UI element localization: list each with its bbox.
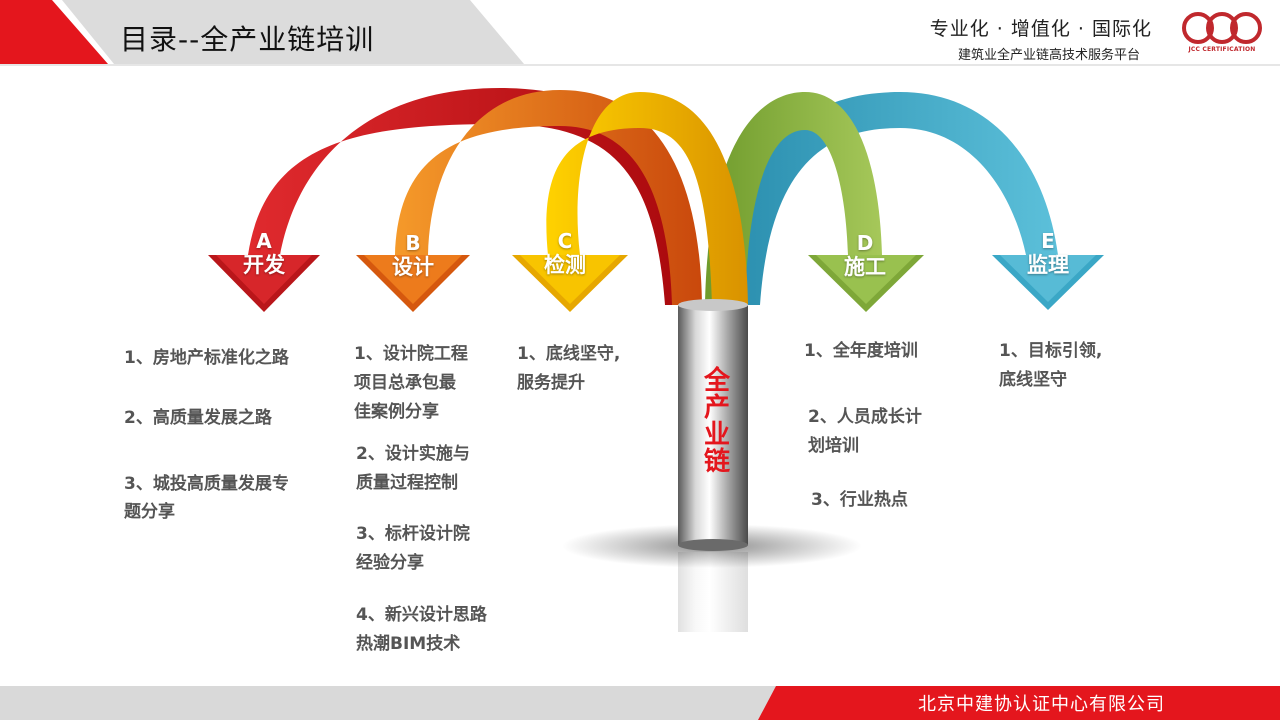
- arrow-b-name: 设计: [392, 255, 434, 279]
- list-item: 1、底线坚守,: [517, 344, 621, 364]
- list-item: 质量过程控制: [356, 473, 458, 493]
- pillar-label: 全产业链: [703, 366, 730, 477]
- list-item: 1、目标引领,: [999, 341, 1103, 361]
- arrow-d-name: 施工: [844, 255, 886, 279]
- jcc-logo-icon: [1182, 12, 1262, 44]
- company-name: 北京中建协认证中心有限公司: [918, 694, 1165, 715]
- list-item: 1、全年度培训: [804, 341, 918, 361]
- list-item: 2、设计实施与: [356, 444, 470, 464]
- arrow-c-name: 检测: [544, 253, 586, 277]
- arrow-c-label: C 检测: [515, 230, 615, 278]
- list-item: 2、高质量发展之路: [124, 408, 272, 428]
- list-item: 1、房地产标准化之路: [124, 348, 289, 368]
- list-item: 项目总承包最: [354, 373, 456, 393]
- list-item: 题分享: [124, 502, 175, 522]
- arrow-d-label: D 施工: [815, 232, 915, 280]
- arrow-e-letter: E: [1041, 229, 1055, 253]
- arrow-b-letter: B: [405, 231, 421, 255]
- footer-bar: [0, 686, 1280, 720]
- list-item: 1、设计院工程: [354, 344, 468, 364]
- arrow-e-label: E 监理: [998, 230, 1098, 278]
- list-item: 经验分享: [356, 553, 424, 573]
- jcc-logo: JCC CERTIFICATION: [1176, 8, 1268, 60]
- arrow-d-letter: D: [856, 231, 874, 255]
- list-item: 3、行业热点: [811, 490, 908, 510]
- list-item: 3、城投高质量发展专: [124, 474, 289, 494]
- arrow-a-label: A 开发: [214, 230, 314, 278]
- arrow-b-label: B 设计: [363, 232, 463, 280]
- list-item: 佳案例分享: [354, 402, 439, 422]
- list-item: 底线坚守: [999, 370, 1067, 390]
- list-item: 划培训: [808, 436, 859, 456]
- page-title: 目录--全产业链培训: [120, 23, 375, 56]
- arrow-a-name: 开发: [243, 253, 285, 277]
- list-item: 2、人员成长计: [808, 407, 922, 427]
- slogan: 专业化 · 增值化 · 国际化: [929, 18, 1152, 40]
- platform-subtitle: 建筑业全产业链高技术服务平台: [957, 48, 1140, 63]
- arrow-c-letter: C: [557, 229, 573, 253]
- list-item: 3、标杆设计院: [356, 524, 470, 544]
- list-item: 服务提升: [517, 373, 585, 393]
- arrow-e-name: 监理: [1027, 253, 1069, 277]
- industry-chain-diagram: [208, 88, 1104, 632]
- logo-text: JCC CERTIFICATION: [1188, 46, 1256, 53]
- arrow-a-letter: A: [256, 229, 272, 253]
- list-item: 4、新兴设计思路: [356, 605, 487, 625]
- list-item: 热潮BIM技术: [356, 634, 461, 654]
- header-bar: [0, 0, 1280, 66]
